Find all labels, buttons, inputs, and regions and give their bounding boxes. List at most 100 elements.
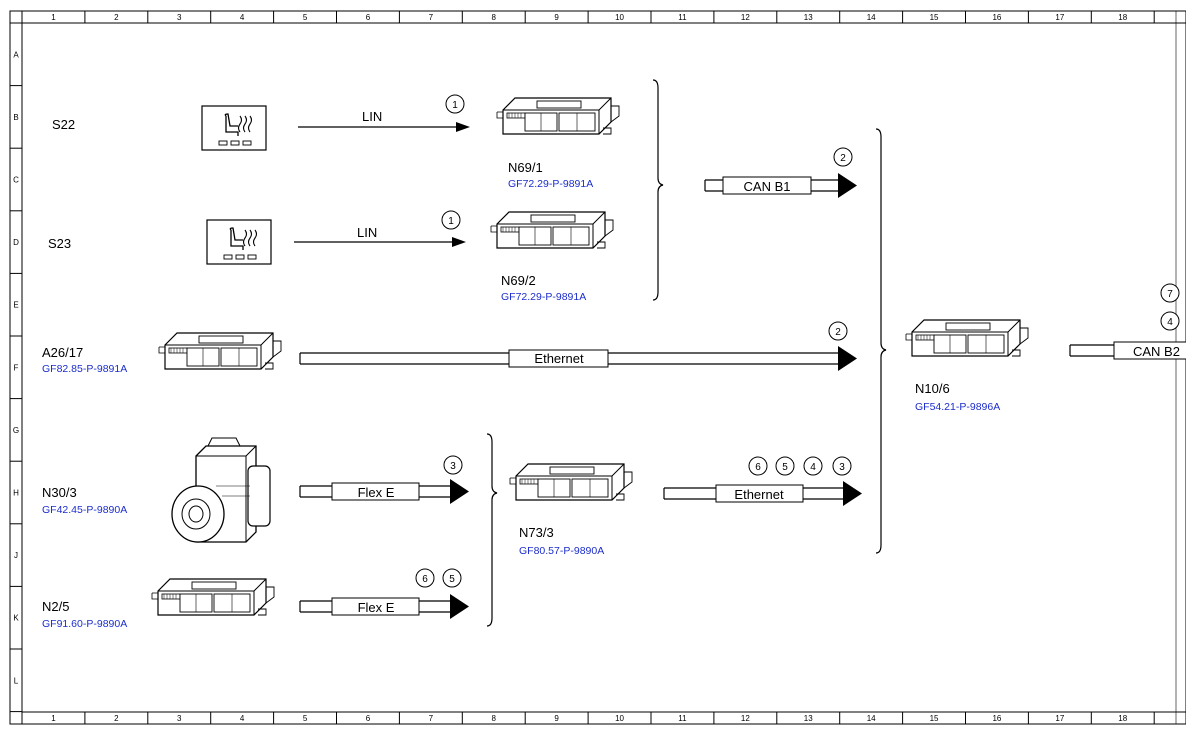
row-tick: J <box>14 551 18 560</box>
column-tick: 14 <box>867 13 876 22</box>
column-tick: 8 <box>492 714 497 723</box>
control-unit-icon <box>158 332 282 370</box>
column-tick: 6 <box>366 13 371 22</box>
row-tick: H <box>13 489 19 498</box>
column-tick: 17 <box>1055 714 1064 723</box>
device-label-n69-2: N69/2 <box>501 273 536 288</box>
column-tick: 18 <box>1118 13 1127 22</box>
column-tick: 10 <box>615 714 624 723</box>
column-tick: 6 <box>366 714 371 723</box>
column-tick: 4 <box>240 13 245 22</box>
group-brace <box>652 79 664 301</box>
column-tick: 14 <box>867 714 876 723</box>
doc-ref-n69-1[interactable]: GF72.29-P-9891A <box>508 178 593 190</box>
control-unit-icon <box>509 463 633 501</box>
row-tick: C <box>13 176 19 185</box>
ref-circle <box>832 456 852 476</box>
bus-label-flex-e: Flex E <box>358 485 395 500</box>
bus-label-can-b2: CAN B2 <box>1133 344 1180 359</box>
doc-ref-n10-6[interactable]: GF54.21-P-9896A <box>915 401 1000 413</box>
column-tick: 2 <box>114 714 119 723</box>
device-label-s22: S22 <box>52 117 75 132</box>
ref-circle <box>833 147 853 167</box>
svg-text:1: 1 <box>452 100 458 111</box>
column-tick: 13 <box>804 714 813 723</box>
ref-circle <box>442 568 462 588</box>
seat-heater-switch-icon <box>201 105 267 151</box>
bus-label-can-b1: CAN B1 <box>744 179 791 194</box>
svg-text:5: 5 <box>782 462 788 473</box>
column-tick: 11 <box>678 714 687 723</box>
seat-heater-switch-icon <box>206 219 272 265</box>
svg-text:1: 1 <box>448 216 454 227</box>
row-tick: G <box>13 426 19 435</box>
svg-text:4: 4 <box>1167 317 1173 328</box>
control-unit-icon <box>496 97 620 135</box>
column-tick: 18 <box>1118 714 1127 723</box>
column-tick: 15 <box>930 714 939 723</box>
device-label-n69-1: N69/1 <box>508 160 543 175</box>
ref-circle <box>748 456 768 476</box>
doc-ref-n2-5[interactable]: GF91.60-P-9890A <box>42 618 127 630</box>
svg-text:6: 6 <box>422 574 428 585</box>
doc-ref-n69-2[interactable]: GF72.29-P-9891A <box>501 291 586 303</box>
svg-text:2: 2 <box>840 153 846 164</box>
control-unit-icon <box>905 319 1029 357</box>
ref-circle <box>443 455 463 475</box>
ref-circle <box>441 210 461 230</box>
ref-circle <box>415 568 435 588</box>
column-tick: 15 <box>930 13 939 22</box>
column-tick: 5 <box>303 714 308 723</box>
ref-circle <box>775 456 795 476</box>
svg-text:7: 7 <box>1167 289 1173 300</box>
column-tick: 9 <box>554 13 559 22</box>
svg-text:4: 4 <box>810 462 816 473</box>
column-tick: 13 <box>804 13 813 22</box>
group-brace <box>486 433 498 627</box>
ref-circle <box>1160 283 1180 303</box>
column-tick: 12 <box>741 13 750 22</box>
bus-label-lin: LIN <box>362 109 382 124</box>
column-tick: 1 <box>51 13 56 22</box>
ref-circle <box>1160 311 1180 331</box>
abs-pump-unit-icon <box>171 437 271 543</box>
column-tick: 11 <box>678 13 687 22</box>
column-tick: 16 <box>992 714 1001 723</box>
ref-circle <box>828 321 848 341</box>
bus-label-flex-e: Flex E <box>358 600 395 615</box>
row-tick: F <box>14 363 19 372</box>
row-tick: K <box>13 614 19 623</box>
row-tick: E <box>13 301 18 310</box>
device-label-n73-3: N73/3 <box>519 525 554 540</box>
bus-label-ethernet: Ethernet <box>534 351 584 366</box>
group-brace <box>875 128 887 554</box>
column-tick: 9 <box>554 714 559 723</box>
device-label-a26-17: A26/17 <box>42 345 83 360</box>
column-tick: 7 <box>429 714 434 723</box>
sheet-border <box>9 10 1186 725</box>
control-unit-icon <box>151 578 275 616</box>
column-tick: 5 <box>303 13 308 22</box>
doc-ref-n30-3[interactable]: GF42.45-P-9890A <box>42 504 127 516</box>
device-label-n10-6: N10/6 <box>915 381 950 396</box>
control-unit-icon <box>490 211 614 249</box>
column-tick: 3 <box>177 714 182 723</box>
ref-circle <box>445 94 465 114</box>
doc-ref-a26-17[interactable]: GF82.85-P-9891A <box>42 363 127 375</box>
bus-label-lin: LIN <box>357 225 377 240</box>
svg-text:2: 2 <box>835 327 841 338</box>
grid-rulers: 1122334455667788991010111112121313141415… <box>10 11 1155 724</box>
device-label-s23: S23 <box>48 236 71 251</box>
column-tick: 3 <box>177 13 182 22</box>
row-tick: D <box>13 238 19 247</box>
column-tick: 1 <box>51 714 56 723</box>
column-tick: 16 <box>992 13 1001 22</box>
svg-text:3: 3 <box>450 461 456 472</box>
row-tick: A <box>13 50 19 59</box>
doc-ref-n73-3[interactable]: GF80.57-P-9890A <box>519 545 604 557</box>
column-tick: 4 <box>240 714 245 723</box>
column-tick: 2 <box>114 13 119 22</box>
row-tick: L <box>14 676 19 685</box>
svg-text:5: 5 <box>449 574 455 585</box>
